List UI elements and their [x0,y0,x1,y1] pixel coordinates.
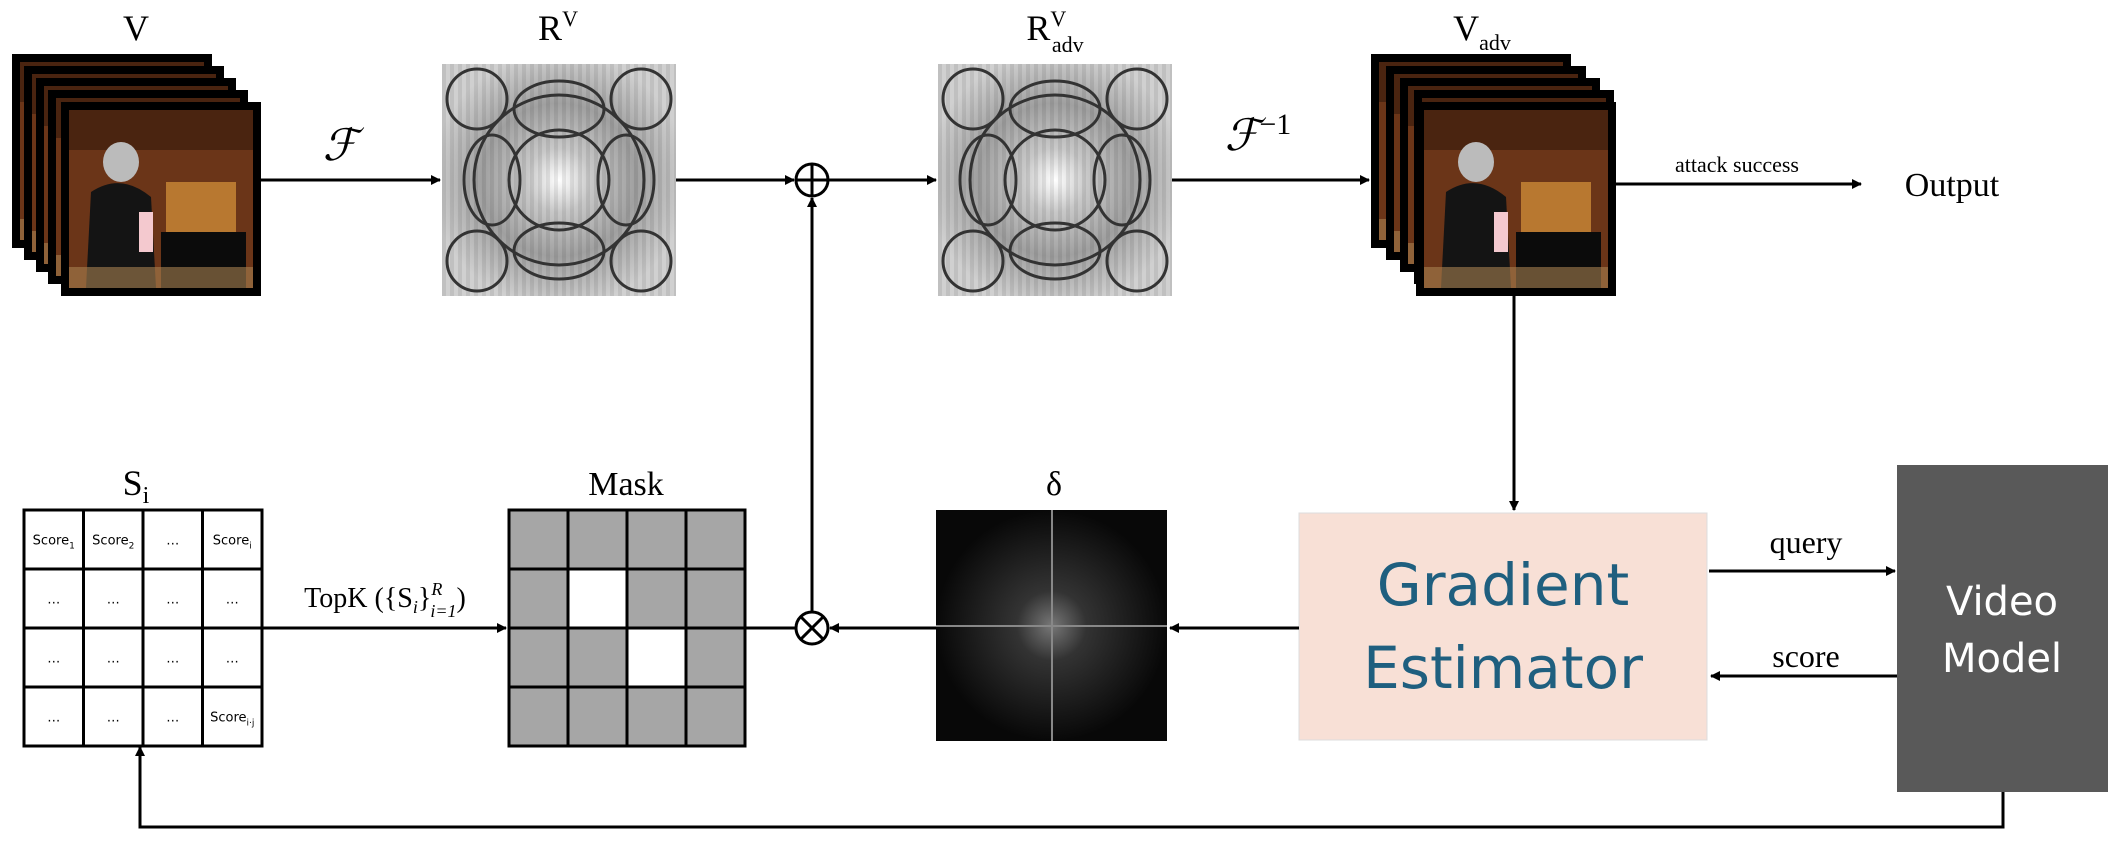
video-model-line2: Model [1942,636,2062,682]
mask-cell [625,508,688,571]
score-cell-text: … [226,593,239,608]
score-cell-text: Score2 [92,534,134,552]
attack-success-label: attack success [1675,152,1799,177]
mask-cell-selected [566,567,629,630]
mask-cell [684,626,747,689]
mask-cell [625,567,688,630]
score-cell [82,685,145,748]
score-cell-text: Score1 [33,534,75,552]
spectrum-label: RV [538,6,578,48]
score-label: score [1772,638,1840,674]
score-cell [141,508,204,571]
video-model-box: Video Model [1897,465,2108,792]
gradient-estimator-line1: Gradient [1377,551,1629,619]
add-operator-icon [794,162,830,198]
multiply-operator-icon [794,610,830,646]
score-cell-text: … [166,652,179,667]
video-adv-label: Vadv [1453,8,1511,55]
perturbation-spectrum-image [936,510,1167,741]
mask-label: Mask [588,466,664,503]
score-cell [22,508,85,571]
adversarial-spectrum-image [936,62,1174,298]
score-cell [201,685,264,748]
gradient-estimator-line2: Estimator [1363,634,1643,702]
score-cell-text: … [166,593,179,608]
score-cell-text: … [107,711,120,726]
score-cell-text: … [47,711,60,726]
gradient-estimator-box: Gradient Estimator [1298,512,1708,741]
spectrum-image [440,62,678,298]
video-label: V [123,8,149,48]
score-cell-text: … [226,652,239,667]
score-cell-text: … [47,593,60,608]
mask-cell-selected [625,626,688,689]
mask-cell [566,508,629,571]
score-cell [22,626,85,689]
fourier-label: ℱ [323,121,365,170]
score-cell-text: … [166,534,179,549]
mask-cell [566,685,629,748]
adversarial-video-frames [1371,54,1616,296]
inverse-fourier-label: ℱ−1 [1225,108,1292,160]
mask-cell [625,685,688,748]
mask-cell [507,508,570,571]
mask-cell [507,567,570,630]
score-cell-text: … [166,711,179,726]
mask-cell [684,508,747,571]
mask-cell [566,626,629,689]
mask-cell [684,685,747,748]
input-video-frames [12,54,261,296]
score-cell-text: Scorei [213,534,252,552]
video-model-line1: Video [1946,579,2058,625]
score-cell-text: … [107,652,120,667]
mask-cell [507,626,570,689]
score-cell-text: … [47,652,60,667]
score-cell [141,685,204,748]
score-cell-text: … [107,593,120,608]
score-cell [22,685,85,748]
score-cell-text: Scorei·j [210,711,254,729]
delta-label: δ [1046,466,1062,503]
score-cell [201,626,264,689]
query-label: query [1770,524,1843,560]
output-label: Output [1905,167,2000,204]
mask-cell [507,685,570,748]
feedback-arrow [135,746,2005,829]
mask-cell [684,567,747,630]
mask-grid [507,508,747,748]
score-grid: Score1 Score2 … Scorei … … … … … … … … … … … Scorei·j [22,508,264,748]
scores-label: Si [123,463,150,509]
